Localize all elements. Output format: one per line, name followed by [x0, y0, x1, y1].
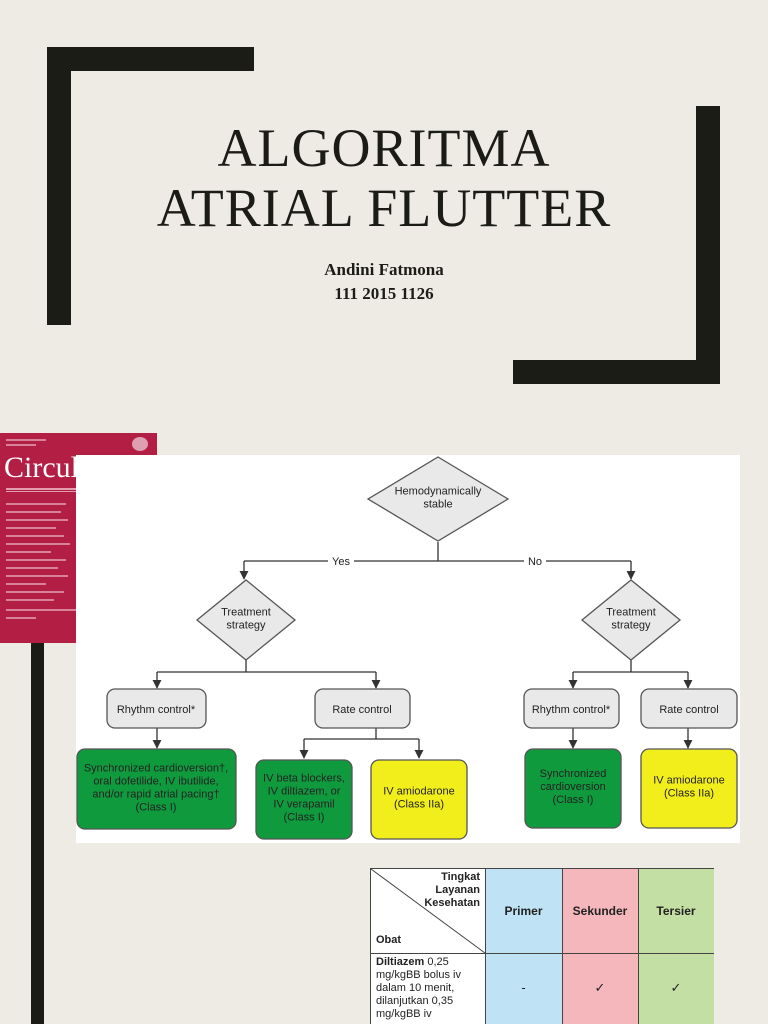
label-line: Rate control	[659, 704, 718, 716]
yes-label: Yes	[332, 556, 350, 568]
amiodarone-right-box	[640, 748, 738, 829]
label-line: IV beta blockers,	[263, 773, 345, 785]
amiodarone-right-label: IV amiodarone(Class IIa)	[653, 775, 725, 800]
row-diltiazem-primer: -	[521, 980, 526, 995]
label-line: (Class I)	[136, 802, 177, 814]
row-diltiazem-drug: Diltiazem 0,25 mg/kgBB bolus iv dalam 10…	[376, 956, 484, 1021]
label-line: Synchronized	[540, 768, 607, 780]
label-line: (Class IIa)	[394, 799, 444, 811]
sync-cardioversion-left-label: Synchronized cardioversion†,oral dofetil…	[84, 763, 228, 814]
right-rate-control-box	[640, 688, 738, 729]
decision-right-treatment-strategy	[580, 579, 682, 661]
label-line: Rhythm control*	[117, 704, 196, 716]
row-diltiazem-dose: 0,25 mg/kgBB bolus iv dalam 10 menit, di…	[376, 956, 461, 1020]
label-line: Rate control	[332, 704, 391, 716]
left-rate-control-box	[314, 688, 411, 729]
no-label: No	[528, 556, 542, 568]
decision-hemodynamically-stable	[366, 456, 510, 542]
author-name: Andini Fatmona	[324, 260, 444, 279]
label-line: IV verapamil	[273, 799, 334, 811]
col-sekunder-bg	[562, 868, 638, 1024]
amiodarone-left-box	[370, 759, 468, 840]
label-line: stable	[423, 499, 452, 511]
amiodarone-left-label: IV amiodarone(Class IIa)	[383, 786, 455, 811]
row-diltiazem-tersier: ✓	[670, 980, 682, 995]
label-line: Treatment	[606, 607, 656, 619]
title-line-2: ATRIAL FLUTTER	[156, 178, 612, 238]
label-line: strategy	[611, 620, 651, 632]
service-level-table: Tingkat Layanan Kesehatan Obat Primer Se…	[370, 868, 714, 1024]
bracket-top-bar	[47, 47, 254, 71]
right-rhythm-control-box	[523, 688, 620, 729]
sync-cardioversion-right-box	[524, 748, 622, 829]
author-block: Andini Fatmona 111 2015 1126	[0, 258, 768, 306]
label-line: Treatment	[221, 607, 271, 619]
left-rate-control-label: Rate control	[332, 704, 391, 716]
label-line: cardioversion	[540, 781, 605, 793]
left-rhythm-control-box	[106, 688, 207, 729]
col-primer-bg	[485, 868, 562, 1024]
label-line: oral dofetilide, IV ibutilide,	[93, 776, 218, 788]
label-line: strategy	[226, 620, 266, 632]
student-id: 111 2015 1126	[334, 284, 434, 303]
label-line: IV diltiazem, or	[268, 786, 341, 798]
row-diltiazem-drug-name: Diltiazem	[376, 956, 425, 968]
right-rhythm-control-label: Rhythm control*	[532, 704, 611, 716]
label-line: and/or rapid atrial pacing†	[92, 789, 219, 801]
col-tersier-bg	[638, 868, 714, 1024]
header-obat: Obat	[376, 934, 402, 946]
bracket-bottom-bar	[513, 360, 720, 384]
beta-blockers-box	[255, 759, 353, 840]
label-line: IV amiodarone	[383, 786, 455, 798]
header-tersier: Tersier	[656, 904, 696, 918]
label-line: IV amiodarone	[653, 775, 725, 787]
decision-left-treatment-strategy	[195, 579, 297, 661]
header-primer: Primer	[504, 904, 543, 918]
label-line: Rhythm control*	[532, 704, 611, 716]
bracket-right-bar	[696, 106, 720, 384]
bracket-left-bar	[47, 47, 71, 325]
left-rhythm-control-label: Rhythm control*	[117, 704, 196, 716]
header-tingkat-layanan: Tingkat Layanan Kesehatan	[424, 871, 480, 909]
right-rate-control-label: Rate control	[659, 704, 718, 716]
label-line: Hemodynamically	[395, 486, 482, 498]
journal-logo-icon	[132, 437, 148, 451]
label-line: (Class I)	[284, 812, 325, 824]
vertical-rule	[31, 640, 44, 1024]
header-sekunder: Sekunder	[572, 904, 628, 918]
diagonal-header-line	[370, 868, 486, 954]
sync-cardioversion-left-box	[76, 748, 237, 830]
slide-title: ALGORITMA ATRIAL FLUTTER	[0, 118, 768, 238]
label-line: (Class IIa)	[664, 788, 714, 800]
row-diltiazem-sekunder: ✓	[594, 980, 606, 995]
label-line: Synchronized cardioversion†,	[84, 763, 228, 775]
title-line-1: ALGORITMA	[217, 118, 551, 178]
label-line: (Class I)	[553, 794, 594, 806]
